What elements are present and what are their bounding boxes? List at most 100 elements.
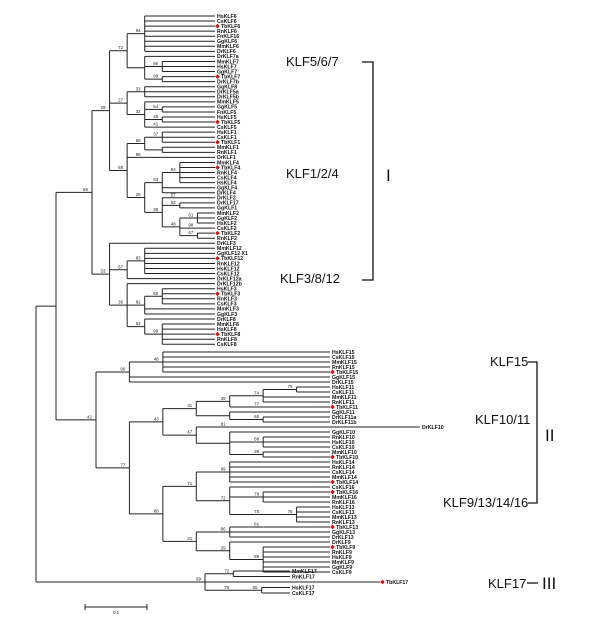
bootstrap-value: 33 bbox=[136, 86, 141, 91]
bootstrap-value: 60 bbox=[153, 291, 158, 296]
bootstrap-value: 29 bbox=[101, 105, 106, 110]
leaf-label: TbKLF1 bbox=[221, 140, 240, 146]
leaf-label: TbKLF17 bbox=[386, 580, 408, 586]
leaf-label: DrKLF2 bbox=[217, 196, 236, 202]
leaf-label: GgKLF10 bbox=[332, 430, 355, 436]
leaf-label: MmKLF16 bbox=[332, 495, 357, 501]
leaf-label: MmKLF1 bbox=[217, 145, 239, 151]
bootstrap-value: 88 bbox=[154, 508, 159, 513]
red-diamond-marker-icon bbox=[330, 489, 335, 495]
leaf-label: DrKLF10 bbox=[422, 425, 444, 431]
leaf-label: DrKLF11a bbox=[332, 415, 356, 421]
leaf-label: DrKLF1 bbox=[217, 155, 236, 161]
leaf-label: RnKLF12 bbox=[217, 261, 240, 267]
leaf-label: TbKLF16 bbox=[336, 490, 358, 496]
red-diamond-marker-icon bbox=[330, 524, 335, 530]
leaf-label: GgKLF7 bbox=[217, 69, 237, 75]
leaf-label: GgKLF13 bbox=[332, 530, 355, 536]
bootstrap-value: 27 bbox=[118, 98, 123, 103]
bootstrap-value: 67 bbox=[188, 230, 193, 235]
bootstrap-value: 39 bbox=[254, 449, 259, 454]
scale-bar-label: 0.1 bbox=[113, 610, 120, 615]
leaf-label: DrKLF3 bbox=[217, 241, 236, 247]
leaf-label: MmKLF13 bbox=[332, 515, 357, 521]
leaf-label: DrKLF4 bbox=[217, 191, 236, 197]
bootstrap-value: 49 bbox=[153, 114, 158, 119]
bootstrap-value: 35 bbox=[153, 207, 158, 212]
red-diamond-marker-icon bbox=[330, 369, 335, 375]
leaf-label: HsKLF11 bbox=[332, 385, 354, 391]
bootstrap-value: 90 bbox=[153, 61, 158, 66]
bootstrap-value: 65 bbox=[253, 585, 258, 590]
bootstrap-value: 68 bbox=[118, 165, 123, 170]
leaf-label: DrKLF7b bbox=[217, 79, 239, 85]
bootstrap-value: 78 bbox=[254, 492, 259, 497]
bootstrap-value: 75 bbox=[254, 509, 259, 514]
group-label-klf17: KLF17 bbox=[488, 576, 526, 591]
bootstrap-value: 74 bbox=[254, 390, 259, 395]
leaf-label: TbKLF2 bbox=[221, 231, 240, 237]
bootstrap-value: 67 bbox=[118, 264, 123, 269]
leaf-label: RnKLF4 bbox=[217, 170, 237, 176]
class-label-i: I bbox=[386, 166, 391, 185]
bootstrap-value: 88 bbox=[254, 437, 259, 442]
red-diamond-marker-icon bbox=[215, 119, 220, 125]
leaf-label: MmKLF7 bbox=[217, 59, 239, 65]
leaf-label: TbKLF6 bbox=[221, 24, 240, 30]
red-diamond-marker-icon bbox=[330, 454, 335, 460]
bootstrap-value: 42 bbox=[87, 414, 92, 419]
bootstrap-value: 54 bbox=[153, 104, 158, 109]
leaf-label: TbKLF9 bbox=[336, 545, 355, 551]
leaf-label: CsKLF3 bbox=[217, 302, 237, 308]
leaf-label: MmKLF15 bbox=[332, 360, 357, 366]
bootstrap-value: 52 bbox=[171, 200, 176, 205]
leaf-label: DrKLF13 bbox=[332, 535, 354, 541]
leaf-label: HsKLF5 bbox=[217, 115, 237, 121]
leaf-label: CsKLF4 bbox=[217, 175, 237, 181]
bootstrap-value: 65 bbox=[254, 414, 259, 419]
leaf-label: MmKLF3 bbox=[217, 307, 239, 313]
bootstrap-value: 95 bbox=[136, 152, 141, 157]
leaf-label: GgKLF11 bbox=[332, 410, 355, 416]
leaf-label: MmKLF17 bbox=[292, 569, 317, 575]
leaf-label: MmKLF5 bbox=[217, 100, 239, 106]
tree-branches bbox=[35, 15, 420, 594]
leaf-label: TbKLF12 bbox=[221, 256, 243, 262]
leaf-label: RnKLF3 bbox=[217, 297, 237, 303]
bootstrap-value: 69 bbox=[136, 138, 141, 143]
bootstrap-value: 41 bbox=[153, 122, 158, 127]
leaf-label: TbKLF14 bbox=[336, 480, 358, 486]
leaf-label: DrKLF15 bbox=[332, 380, 354, 386]
leaf-label: MmKLF4 bbox=[217, 160, 239, 166]
red-diamond-marker-icon bbox=[215, 230, 220, 236]
red-diamond-marker-icon bbox=[330, 544, 335, 550]
class-label-ii: II bbox=[545, 426, 554, 445]
bootstrap-value: 79 bbox=[224, 585, 229, 590]
bootstrap-value: 39 bbox=[221, 396, 226, 401]
bootstrap-value: 31 bbox=[187, 536, 192, 541]
bootstrap-value: 94 bbox=[136, 28, 141, 33]
leaf-label: CsKLF12 bbox=[217, 271, 240, 277]
bootstrap-value: 71 bbox=[187, 481, 192, 486]
leaf-label: TbKLF8 bbox=[221, 332, 240, 338]
leaf-label: HsKLF8 bbox=[217, 327, 237, 333]
red-diamond-marker-icon bbox=[215, 165, 220, 170]
bootstrap-value: 77 bbox=[254, 402, 259, 407]
bootstrap-value: 99 bbox=[254, 554, 259, 559]
leaf-label: DrKLF5b bbox=[217, 95, 239, 101]
leaf-label: DrKLF12a bbox=[217, 276, 242, 282]
leaf-label: HsKLF9 bbox=[332, 555, 352, 561]
class-label-iii: III bbox=[542, 574, 556, 593]
leaf-label: CsKLF8 bbox=[217, 342, 237, 348]
leaf-label: RnKLF2 bbox=[217, 236, 237, 242]
red-diamond-marker-icon bbox=[215, 23, 220, 29]
leaf-label: DrKLF17 bbox=[217, 201, 239, 207]
bootstrap-value: 25 bbox=[136, 192, 141, 197]
leaf-label: HsKLF17 bbox=[292, 585, 315, 591]
leaf-label: CsKLF2 bbox=[217, 226, 237, 232]
leaf-label: GgKLF9 bbox=[332, 565, 352, 571]
leaf-label: MmKLF11 bbox=[332, 395, 357, 401]
group-label-klf15: KLF15 bbox=[490, 354, 528, 369]
bootstrap-value: 66 bbox=[83, 187, 88, 192]
